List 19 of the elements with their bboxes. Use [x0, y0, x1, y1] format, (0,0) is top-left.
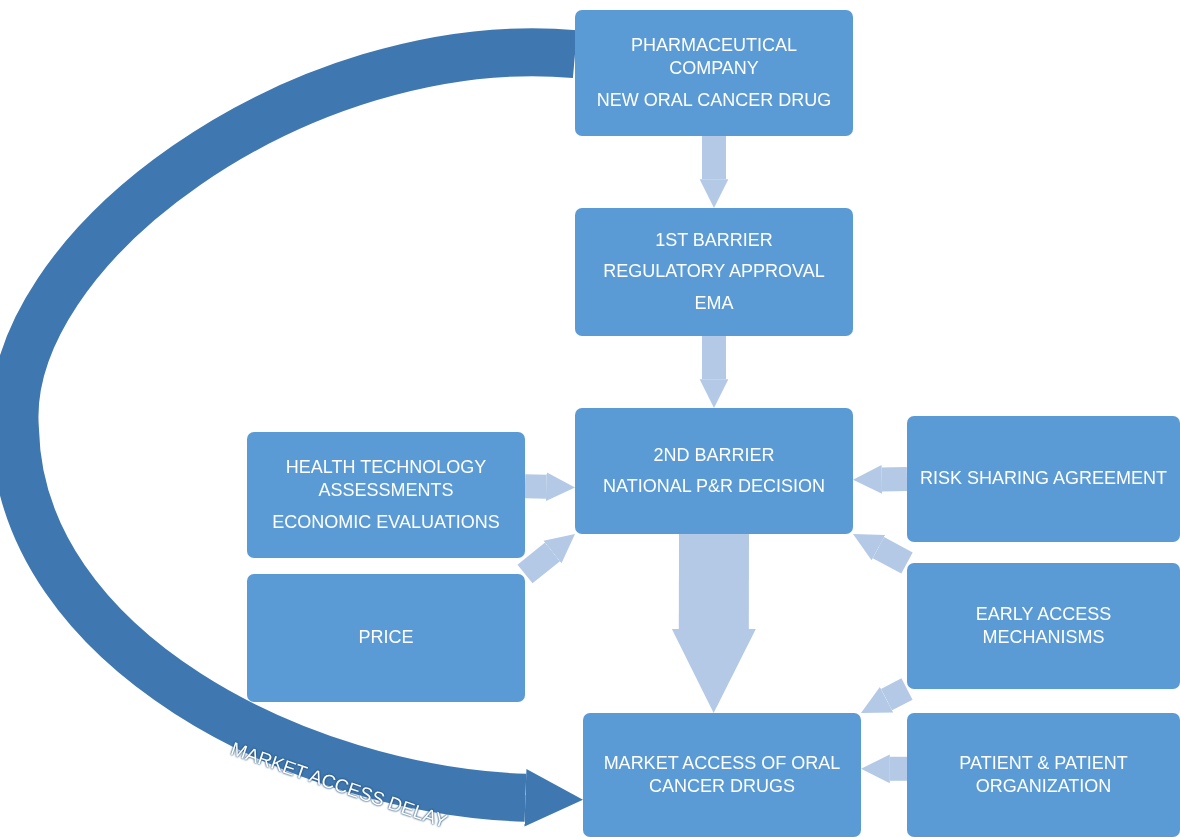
block-arrow	[699, 336, 729, 408]
curved-arrow	[0, 29, 583, 827]
process-box: 1ST BARRIER REGULATORY APPROVAL EMA	[575, 208, 853, 336]
assessment-box: HEALTH TECHNOLOGY ASSESSMENTS ECONOMIC EVALUATIONS	[247, 432, 525, 558]
process-box: RISK SHARING AGREEMENT	[907, 416, 1180, 542]
process-box: PHARMACEUTICAL COMPANY NEW ORAL CANCER DRUG	[575, 10, 853, 136]
process-box: PATIENT & PATIENT ORGANIZATION	[907, 713, 1180, 837]
block-arrow	[524, 472, 575, 502]
block-arrow	[671, 533, 756, 713]
block-arrow	[861, 754, 907, 784]
process-box: EARLY ACCESS MECHANISMS	[907, 563, 1180, 689]
block-arrow	[853, 534, 913, 574]
price-box: PRICE	[247, 574, 525, 702]
block-arrow	[517, 534, 575, 584]
outcome-box: MARKET ACCESS OF ORAL CANCER DRUGS	[583, 713, 861, 837]
block-arrow	[853, 465, 908, 494]
block-arrow	[861, 678, 913, 713]
block-arrow	[699, 136, 729, 208]
process-box: 2ND BARRIER NATIONAL P&R DECISION	[575, 408, 853, 534]
